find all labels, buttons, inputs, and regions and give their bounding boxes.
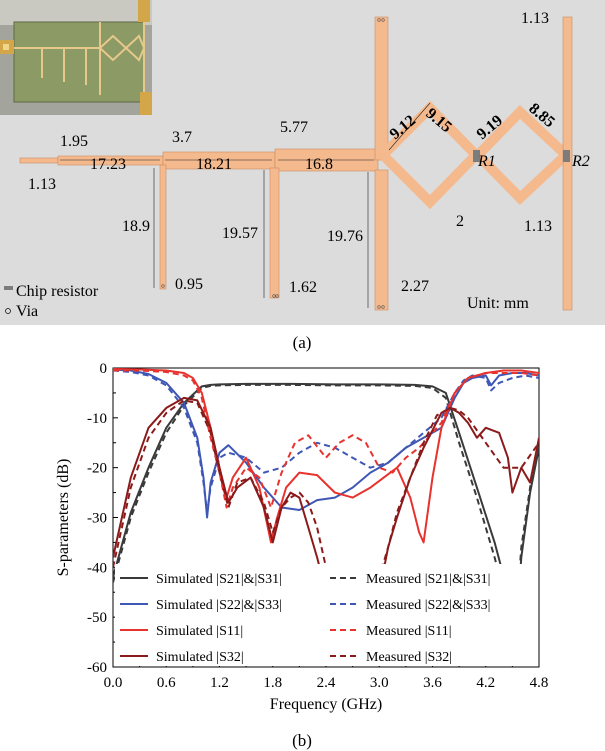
fabricated-prototype-photo: [0, 0, 152, 115]
axis-ticks: 0.0 0.6 1.2 1.8 2.4 3.0 3.6 4.2 4.8 0 -10 -20 -30 -40…: [87, 361, 548, 691]
x-axis-label: Frequency (GHz): [270, 696, 382, 713]
via-swatch: [5, 308, 11, 314]
dim-19-76: 19.76: [327, 228, 363, 245]
dim-1-13-ring: 1.13: [524, 218, 552, 235]
x-tick-label: 0.0: [104, 675, 123, 691]
y-tick-label: -30: [87, 511, 107, 527]
x-tick-label: 4.2: [476, 675, 495, 691]
series-measured-s11: [113, 369, 539, 509]
legend-chip-resistor: Chip resistor: [16, 283, 99, 300]
dim-17-23: 17.23: [90, 156, 126, 173]
legend-entry-simulated-s11: Simulated |S11|: [156, 624, 243, 639]
y-tick-label: -40: [87, 560, 107, 576]
y-tick-label: 0: [100, 361, 108, 377]
dim-3-7: 3.7: [172, 129, 192, 146]
layout-legend: Chip resistor Via: [4, 283, 99, 320]
legend-via: Via: [16, 303, 38, 320]
prototype-photo-drawing: [0, 0, 152, 115]
y-tick-label: -20: [87, 461, 107, 477]
legend-entry-measured-s21-s31: Measured |S21|&|S31|: [366, 572, 490, 587]
dim-2-27: 2.27: [401, 278, 429, 295]
dim-1-13-input: 1.13: [28, 176, 56, 193]
legend-entry-simulated-s32: Simulated |S32|: [156, 650, 244, 665]
y-tick-label: -60: [87, 660, 107, 676]
x-tick-label: 1.8: [263, 675, 282, 691]
dimension-lines: [60, 102, 431, 308]
y-tick-label: -50: [87, 610, 107, 626]
layout-figure: 1.95 17.23 1.13 3.7 18.21 5.77 16.8 18.9…: [0, 0, 605, 325]
caption-a: (a): [292, 333, 312, 352]
x-tick-label: 1.2: [210, 675, 229, 691]
y-tick-label: -10: [87, 411, 107, 427]
x-tick-label: 4.8: [530, 675, 549, 691]
legend-entry-measured-s22-s33: Measured |S22|&|S33|: [366, 598, 490, 613]
series-measured-s22-s33: [113, 369, 539, 514]
resistor-label-r1: R1: [477, 153, 496, 170]
y-axis-label: S-parameters (dB): [55, 459, 72, 577]
resistor-label-r2: R2: [571, 153, 590, 170]
microstrip-traces: [19, 16, 574, 311]
legend-entry-simulated-s21-s31: Simulated |S21|&|S31|: [156, 572, 282, 587]
chip-resistors: [473, 150, 570, 162]
legend-entry-measured-s11: Measured |S11|: [366, 624, 452, 639]
series-measured-s21-s31: [113, 383, 539, 649]
microstrip-layout-drawing: 1.95 17.23 1.13 3.7 18.21 5.77 16.8 18.9…: [4, 10, 590, 320]
x-tick-label: 3.0: [370, 675, 389, 691]
dim-1-13-output: 1.13: [521, 10, 549, 27]
legend-background: [115, 564, 538, 666]
legend-entry-measured-s32: Measured |S32|: [366, 650, 452, 665]
dim-1-95: 1.95: [60, 133, 88, 150]
x-tick-label: 0.6: [157, 675, 176, 691]
dimension-labels: 1.95 17.23 1.13 3.7 18.21 5.77 16.8 18.9…: [28, 10, 590, 296]
dim-16-8: 16.8: [305, 156, 333, 173]
legend-entry-simulated-s22-s33: Simulated |S22|&|S33|: [156, 598, 282, 613]
dim-0-95: 0.95: [175, 276, 203, 293]
caption-b: (b): [292, 731, 312, 750]
dim-2: 2: [456, 213, 464, 230]
dim-18-9: 18.9: [122, 218, 150, 235]
series-simulated-s22-s33: [113, 368, 539, 519]
dim-19-57: 19.57: [222, 225, 258, 242]
chart-legend: Simulated |S21|&|S31| Simulated |S22|&|S3…: [115, 564, 538, 666]
chip-resistor-swatch: [4, 286, 13, 290]
dim-18-21: 18.21: [196, 156, 232, 173]
x-tick-label: 2.4: [317, 675, 336, 691]
series-measured-s32: [113, 399, 539, 644]
vias: [161, 18, 385, 309]
x-tick-label: 3.6: [423, 675, 442, 691]
dim-5-77: 5.77: [280, 119, 308, 136]
unit-label: Unit: mm: [467, 295, 529, 312]
dim-1-62: 1.62: [289, 279, 317, 296]
